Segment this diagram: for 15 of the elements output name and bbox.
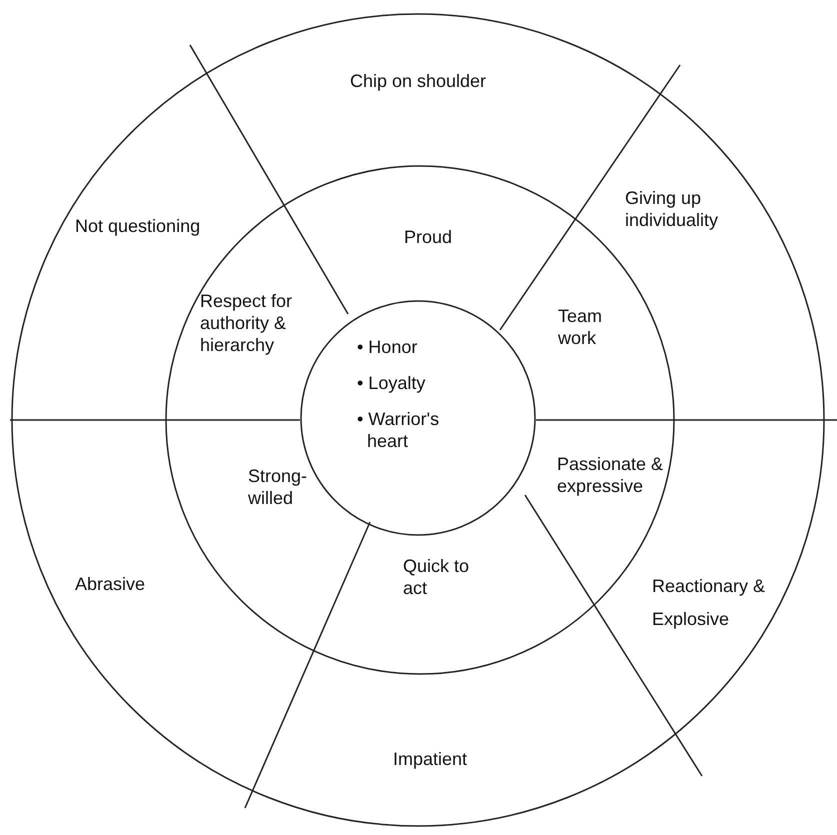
sector-label: Impatient (392, 748, 468, 770)
sector-label: Abrasive (75, 573, 146, 595)
bullet-item: • Warrior's heart (357, 408, 440, 452)
sector-label: Quick to act (403, 555, 470, 599)
bullet-item: • Honor (357, 336, 418, 358)
bullet-item: • Loyalty (357, 372, 426, 394)
sector-label: Proud (402, 226, 454, 248)
sector-label: Chip on shoulder (348, 70, 488, 92)
sector-label: Giving up individuality (625, 187, 720, 231)
sector-label: Passionate & expressive (557, 453, 664, 497)
sector-label: Not questioning (75, 215, 202, 237)
sector-label: Team work (558, 305, 604, 349)
sector-label: Strong-willed (248, 465, 308, 509)
sector-label: Respect for authority & hierarchy (200, 290, 294, 356)
sector-label: Reactionary & Explosive (652, 575, 766, 631)
